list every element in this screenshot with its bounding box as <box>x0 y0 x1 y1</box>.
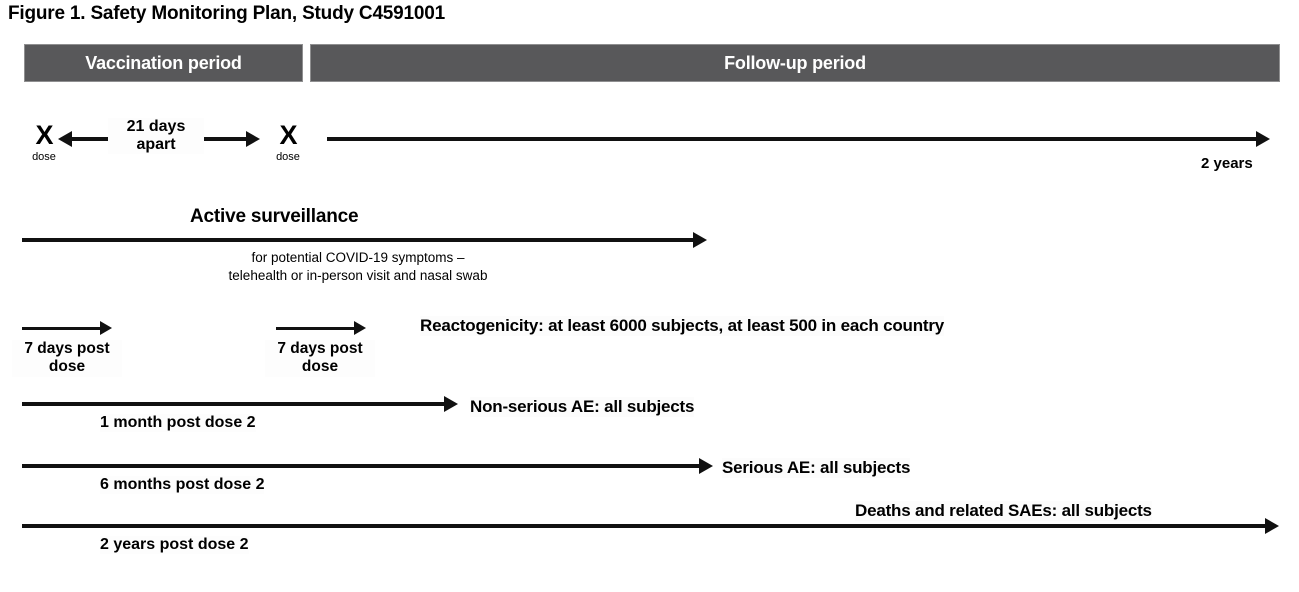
reactogenicity-dose1-label: 7 days post dose <box>12 340 122 377</box>
dose-interval-label: 21 days apart <box>108 118 204 154</box>
timeline-end-label: 2 years <box>1201 155 1253 172</box>
reactogenicity-outcome: Reactogenicity: at least 6000 subjects, … <box>420 316 945 336</box>
reactogenicity-dose2-arrow-line <box>276 327 355 330</box>
dose-1-label: dose <box>32 151 56 163</box>
interval-right-arrowhead-icon <box>246 131 260 147</box>
dose-1-marker: X dose <box>14 122 74 163</box>
interval-left-arrowhead-icon <box>58 131 72 147</box>
serious-ae-duration-label: 6 months post dose 2 <box>100 476 265 494</box>
interval-left-arrow-line <box>72 137 110 141</box>
active-surveillance-subtitle-line2: telehealth or in-person visit and nasal … <box>228 268 488 284</box>
serious-ae-arrow-line <box>22 464 700 468</box>
dose-2-label: dose <box>276 151 300 163</box>
main-timeline-line <box>327 137 1257 141</box>
reactogenicity-dose2-label-line1: 7 days post <box>277 340 363 357</box>
followup-period-bar: Follow-up period <box>310 44 1280 82</box>
deaths-saes-arrow-line <box>22 524 1266 528</box>
dose-interval-line2: apart <box>136 135 176 153</box>
serious-ae-outcome: Serious AE: all subjects <box>722 458 911 478</box>
dose-interval-line1: 21 days <box>126 118 186 135</box>
dose-2-marker: X dose <box>258 122 318 163</box>
reactogenicity-dose2-label: 7 days post dose <box>265 340 375 377</box>
non-serious-ae-duration-label: 1 month post dose 2 <box>100 414 256 432</box>
active-surveillance-subtitle-line1: for potential COVID-19 symptoms – <box>251 250 465 265</box>
dose-1-x-icon: X <box>35 120 53 150</box>
reactogenicity-dose1-arrow-line <box>22 327 101 330</box>
non-serious-ae-outcome: Non-serious AE: all subjects <box>470 397 695 417</box>
active-surveillance-subtitle: for potential COVID-19 symptoms – telehe… <box>48 249 668 285</box>
deaths-saes-duration-label: 2 years post dose 2 <box>100 536 249 554</box>
non-serious-ae-arrow-line <box>22 402 445 406</box>
followup-period-label: Follow-up period <box>724 52 866 73</box>
reactogenicity-dose2-arrowhead-icon <box>354 321 366 335</box>
main-timeline-arrowhead-icon <box>1256 131 1270 147</box>
deaths-saes-arrowhead-icon <box>1265 518 1279 534</box>
active-surveillance-title: Active surveillance <box>190 206 359 227</box>
vaccination-period-label: Vaccination period <box>85 52 242 73</box>
active-surveillance-arrow-line <box>22 238 694 242</box>
non-serious-ae-arrowhead-icon <box>444 396 458 412</box>
interval-right-arrow-line <box>204 137 246 141</box>
deaths-saes-outcome: Deaths and related SAEs: all subjects <box>855 501 1152 521</box>
dose-2-x-icon: X <box>279 120 297 150</box>
reactogenicity-dose1-arrowhead-icon <box>100 321 112 335</box>
active-surveillance-arrowhead-icon <box>693 232 707 248</box>
vaccination-period-bar: Vaccination period <box>24 44 303 82</box>
reactogenicity-dose2-label-line2: dose <box>301 358 339 376</box>
figure-title: Figure 1. Safety Monitoring Plan, Study … <box>8 3 446 24</box>
serious-ae-arrowhead-icon <box>699 458 713 474</box>
reactogenicity-dose1-label-line2: dose <box>48 358 86 376</box>
reactogenicity-dose1-label-line1: 7 days post <box>24 340 110 357</box>
